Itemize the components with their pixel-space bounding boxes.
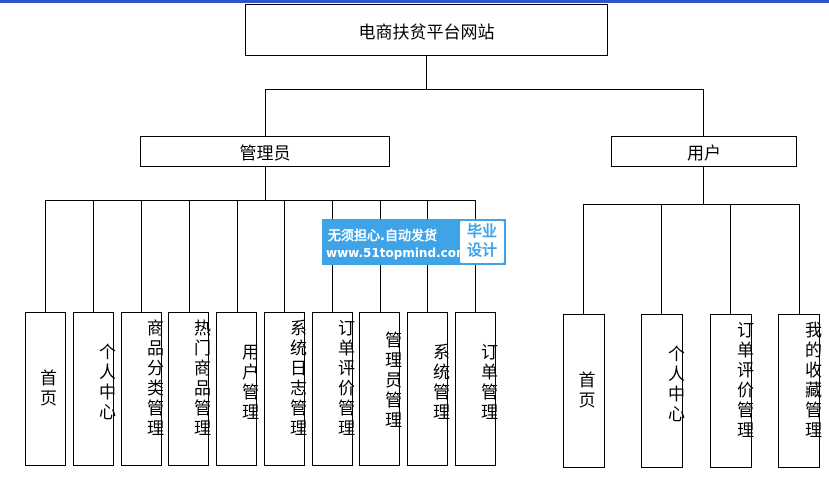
admin-child-orders: 订单管理	[455, 312, 497, 466]
watermark-line1: 无须担心.自动发货	[328, 229, 437, 244]
admin-child-label: 订单评价管理	[334, 319, 354, 439]
admin-child-label: 个人中心	[95, 343, 115, 423]
connector-user-down	[703, 167, 704, 204]
admin-child-home: 首页	[25, 312, 66, 466]
admin-child-label: 商品分类管理	[143, 319, 163, 439]
admin-child-label: 订单管理	[477, 343, 497, 423]
admin-child-users: 用户管理	[216, 312, 258, 466]
connector-admin-child	[93, 200, 94, 312]
admin-child-label: 系统管理	[429, 343, 449, 423]
watermark-text-block: 无须担心.自动发货 www.51topmind.com	[322, 219, 469, 265]
root-node: 电商扶贫平台网站	[245, 4, 608, 56]
connector-user-child	[583, 204, 584, 314]
watermark-badge: 毕业设计	[460, 221, 504, 263]
connector-level1-horizontal	[265, 89, 704, 90]
connector-user-horizontal	[583, 204, 800, 205]
user-child-favorites: 我的收藏管理	[778, 314, 821, 468]
connector-user-child	[799, 204, 800, 314]
user-node: 用户	[611, 136, 797, 167]
admin-child-order-reviews: 订单评价管理	[312, 312, 354, 466]
connector-admin-child	[237, 200, 238, 312]
connector-admin-child	[141, 200, 142, 312]
connector-admin-horizontal	[45, 200, 475, 201]
admin-child-logs: 系统日志管理	[264, 312, 306, 466]
admin-child-system: 系统管理	[407, 312, 449, 466]
user-child-label: 我的收藏管理	[801, 321, 821, 441]
connector-admin-down	[265, 167, 266, 200]
admin-node: 管理员	[140, 136, 390, 167]
connector-admin-child	[284, 200, 285, 312]
admin-child-category: 商品分类管理	[121, 312, 163, 466]
user-label: 用户	[687, 144, 721, 164]
connector-user-child	[730, 204, 731, 314]
user-child-label: 订单评价管理	[733, 321, 753, 441]
user-child-profile: 个人中心	[641, 314, 684, 468]
user-child-label: 个人中心	[664, 345, 684, 425]
admin-child-label: 热门商品管理	[190, 319, 210, 439]
connector-admin-child	[45, 200, 46, 312]
user-child-label: 首页	[574, 371, 595, 411]
watermark-line2: www.51topmind.com	[326, 246, 469, 260]
admin-child-profile: 个人中心	[73, 312, 115, 466]
connector-root-down	[426, 56, 427, 89]
root-label: 电商扶贫平台网站	[358, 22, 495, 43]
connector-to-admin	[265, 89, 266, 136]
connector-user-child	[661, 204, 662, 314]
top-accent-bar	[0, 0, 829, 3]
watermark-banner: 无须担心.自动发货 www.51topmind.com 毕业设计	[322, 219, 506, 265]
admin-child-admins: 管理员管理	[359, 312, 401, 466]
admin-child-label: 系统日志管理	[286, 319, 306, 439]
user-child-home: 首页	[563, 314, 605, 468]
admin-label: 管理员	[239, 144, 291, 164]
admin-child-hot-products: 热门商品管理	[168, 312, 210, 466]
connector-admin-child	[189, 200, 190, 312]
admin-child-label: 用户管理	[238, 343, 258, 423]
user-child-order-reviews: 订单评价管理	[710, 314, 753, 468]
connector-to-user	[703, 89, 704, 136]
admin-child-label: 首页	[36, 369, 56, 409]
admin-child-label: 管理员管理	[381, 331, 401, 431]
